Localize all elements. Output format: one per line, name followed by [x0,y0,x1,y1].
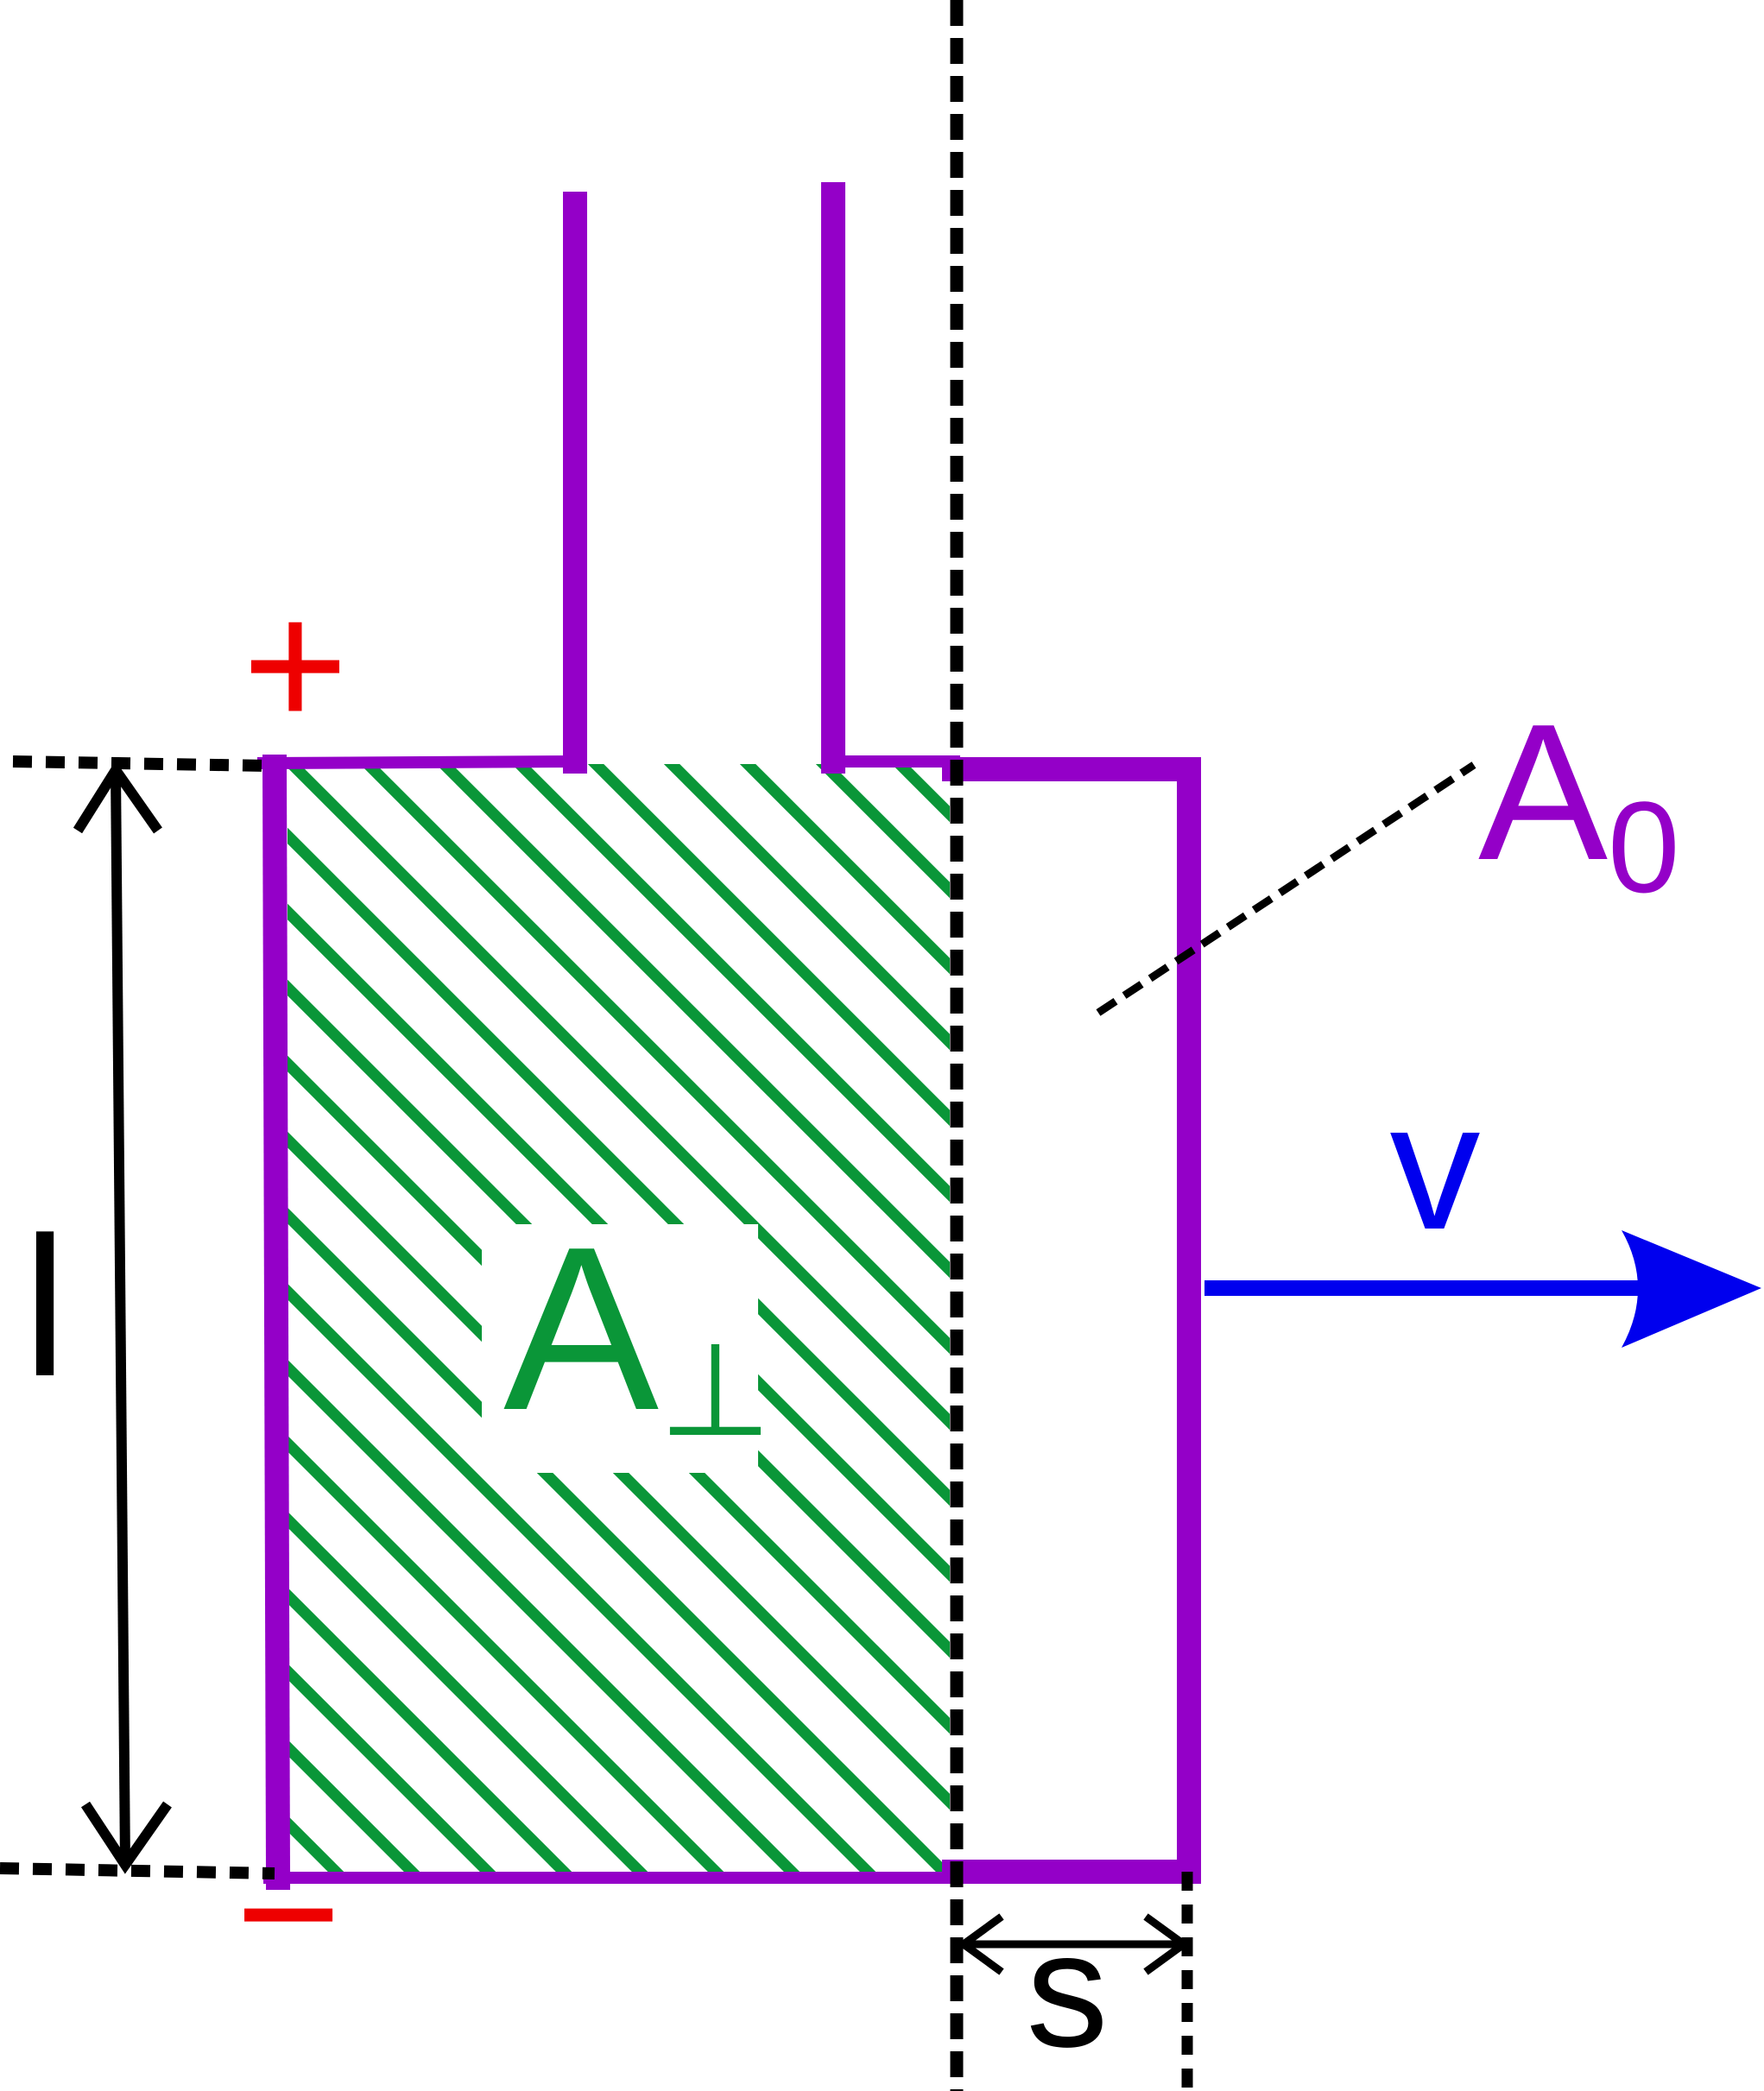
l-bottom-dotted-line [0,1862,275,1879]
length-label-l: l [22,1196,66,1418]
velocity-label: v [1390,1064,1481,1267]
a0-leader-line [1096,761,1476,1016]
hatch-line [359,764,950,1355]
hatch-line [288,1359,805,1876]
wire-loop [256,182,1201,1891]
hatch-line [739,764,950,975]
s-arrowhead-right [1143,1913,1191,1975]
minus-sign: − [236,1811,342,2014]
l-arrowhead-top [73,761,162,834]
hatch-line [1275,760,1764,1882]
area-perp-subscript: ⊥ [659,1317,772,1462]
hatch-line [663,764,950,1051]
l-top-dotted-line [12,755,269,772]
velocity-arrow [1204,1230,1761,1348]
hatch-line [511,764,950,1203]
a-perp-label-background [482,1224,758,1473]
area-perp-base: A [503,1199,660,1459]
area-zero-label: A0 [1478,683,1680,919]
plus-sign: + [243,563,349,766]
hatch-line [288,827,950,1507]
wire-left-side [262,754,291,1891]
hatch-line [288,1207,950,1876]
s-dimension-arrow [957,1913,1191,1975]
area-zero-base: A [1478,683,1608,900]
hatch-line [1351,760,1764,1882]
displacement-label-s: s [1027,1898,1109,2082]
s-arrowhead-left [957,1913,1004,1975]
hatch-line [288,1283,881,1876]
hatch-line [435,764,950,1279]
hatch-line [587,764,950,1127]
hatch-line [288,1587,577,1876]
l-arrowhead-bottom [80,1801,172,1874]
hatch-line [288,764,950,1431]
wire-top-left [256,755,582,770]
area-perp-label: A⊥ [503,1199,772,1462]
area-zero-subscript: 0 [1608,774,1679,919]
hatch-line [288,1511,653,1876]
hatch-line [288,1435,729,1876]
l-dimension-arrow [73,761,172,1874]
hatch-line [288,1131,950,1810]
velocity-arrowhead [1622,1230,1761,1348]
hatch-line [288,1663,501,1876]
